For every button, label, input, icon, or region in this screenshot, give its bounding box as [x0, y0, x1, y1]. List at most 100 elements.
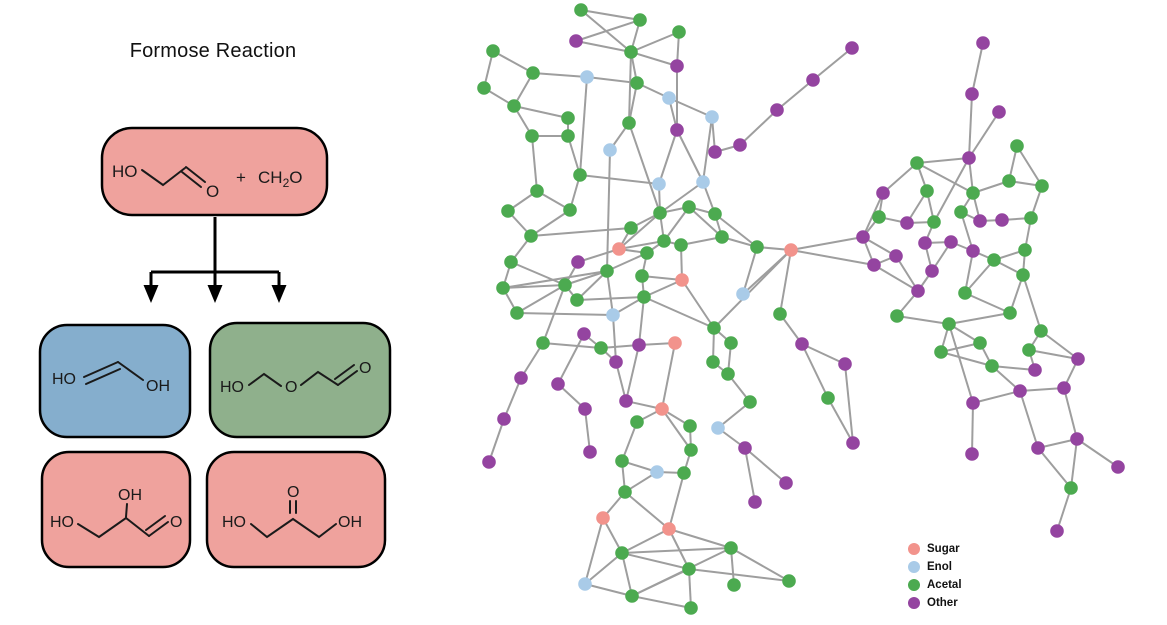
network-edge: [812, 47, 853, 81]
network-node-other: [670, 59, 684, 73]
network-node-acetal: [707, 321, 721, 335]
enediol-structure: HO OH: [52, 361, 170, 395]
network-edge: [502, 270, 608, 289]
legend-label: Acetal: [927, 579, 962, 591]
network-node-enol: [652, 177, 666, 191]
network-node-acetal: [507, 99, 521, 113]
oh-label: OH: [338, 514, 362, 531]
legend-item-sugar: Sugar: [908, 543, 962, 555]
network-node-other: [578, 402, 592, 416]
network-node-other: [583, 445, 597, 459]
network-edge: [964, 292, 1011, 314]
network-edge: [606, 149, 611, 272]
network-node-sugar: [784, 243, 798, 257]
network-node-other: [846, 436, 860, 450]
network-node-enol: [696, 175, 710, 189]
network-edge: [680, 236, 723, 246]
network-node-other: [1111, 460, 1125, 474]
network-node-acetal: [637, 290, 651, 304]
network-node-sugar: [655, 402, 669, 416]
network-edge: [584, 408, 591, 453]
network-node-acetal: [727, 578, 741, 592]
network-edge: [801, 343, 846, 365]
network-node-other: [806, 73, 820, 87]
network-edge: [948, 312, 1011, 325]
network-node-enol: [606, 308, 620, 322]
network-edge: [564, 270, 608, 286]
ho-label: HO: [220, 379, 244, 396]
double-bond: [185, 166, 206, 183]
network-node-acetal: [496, 281, 510, 295]
network-node-acetal: [672, 25, 686, 39]
network-node-sugar: [668, 336, 682, 350]
network-edge: [1019, 390, 1039, 449]
network-node-other: [976, 36, 990, 50]
double-bond: [83, 361, 119, 378]
network-node-other: [1050, 524, 1064, 538]
network-edge: [628, 51, 632, 124]
double-bond: [148, 521, 169, 537]
network-edge: [1016, 145, 1043, 187]
double-bond: [337, 370, 358, 386]
formaldehyde-label: CH2O: [258, 168, 302, 190]
network-edge: [488, 418, 505, 463]
network-node-other: [795, 337, 809, 351]
network-edge: [531, 135, 538, 192]
network-edge: [702, 116, 713, 183]
network-node-acetal: [1010, 139, 1024, 153]
network-edge: [575, 40, 632, 53]
network-edge: [661, 342, 676, 410]
network-edge: [492, 50, 534, 74]
network-node-sugar: [596, 511, 610, 525]
network-edge: [630, 31, 680, 53]
network-node-acetal: [773, 307, 787, 321]
network-edge: [624, 491, 670, 530]
network-node-other: [867, 258, 881, 272]
network-node-acetal: [684, 443, 698, 457]
network-edge: [579, 174, 660, 185]
network-edge: [960, 211, 974, 252]
network-edge: [688, 568, 790, 582]
network-node-other: [966, 396, 980, 410]
network-edge: [676, 129, 704, 183]
network-edge: [630, 51, 678, 67]
network-node-other: [632, 338, 646, 352]
network-node-acetal: [525, 129, 539, 143]
network-node-acetal: [682, 562, 696, 576]
network-edge: [681, 279, 715, 329]
network-node-acetal: [640, 246, 654, 260]
network-node-acetal: [624, 45, 638, 59]
network-node-acetal: [477, 81, 491, 95]
network-edge: [628, 122, 661, 214]
network-node-acetal: [504, 255, 518, 269]
network-node-acetal: [615, 454, 629, 468]
network-edge: [516, 284, 566, 314]
network-node-acetal: [630, 76, 644, 90]
network-node-acetal: [958, 286, 972, 300]
double-bond: [334, 364, 355, 380]
network-edge: [1040, 330, 1079, 360]
network-node-enol: [662, 91, 676, 105]
network-node-acetal: [934, 345, 948, 359]
network-edge: [618, 240, 665, 250]
network-node-other: [962, 151, 976, 165]
network-edge: [542, 342, 602, 349]
network-node-other: [856, 230, 870, 244]
network-node-enol: [580, 70, 594, 84]
bond: [300, 370, 339, 386]
network-node-acetal: [942, 317, 956, 331]
network-edge: [661, 408, 692, 451]
network-edge: [621, 552, 690, 570]
network-edge: [779, 249, 792, 315]
network-node-other: [845, 41, 859, 55]
network-node-acetal: [618, 485, 632, 499]
network-node-acetal: [724, 541, 738, 555]
network-edge: [643, 296, 715, 329]
network-node-acetal: [677, 466, 691, 480]
legend-item-acetal: Acetal: [908, 579, 962, 591]
network-edge: [1070, 438, 1078, 489]
network-node-acetal: [536, 336, 550, 350]
network-node-other: [551, 377, 565, 391]
network-edge: [530, 227, 632, 237]
acetal-dot-icon: [908, 579, 920, 591]
